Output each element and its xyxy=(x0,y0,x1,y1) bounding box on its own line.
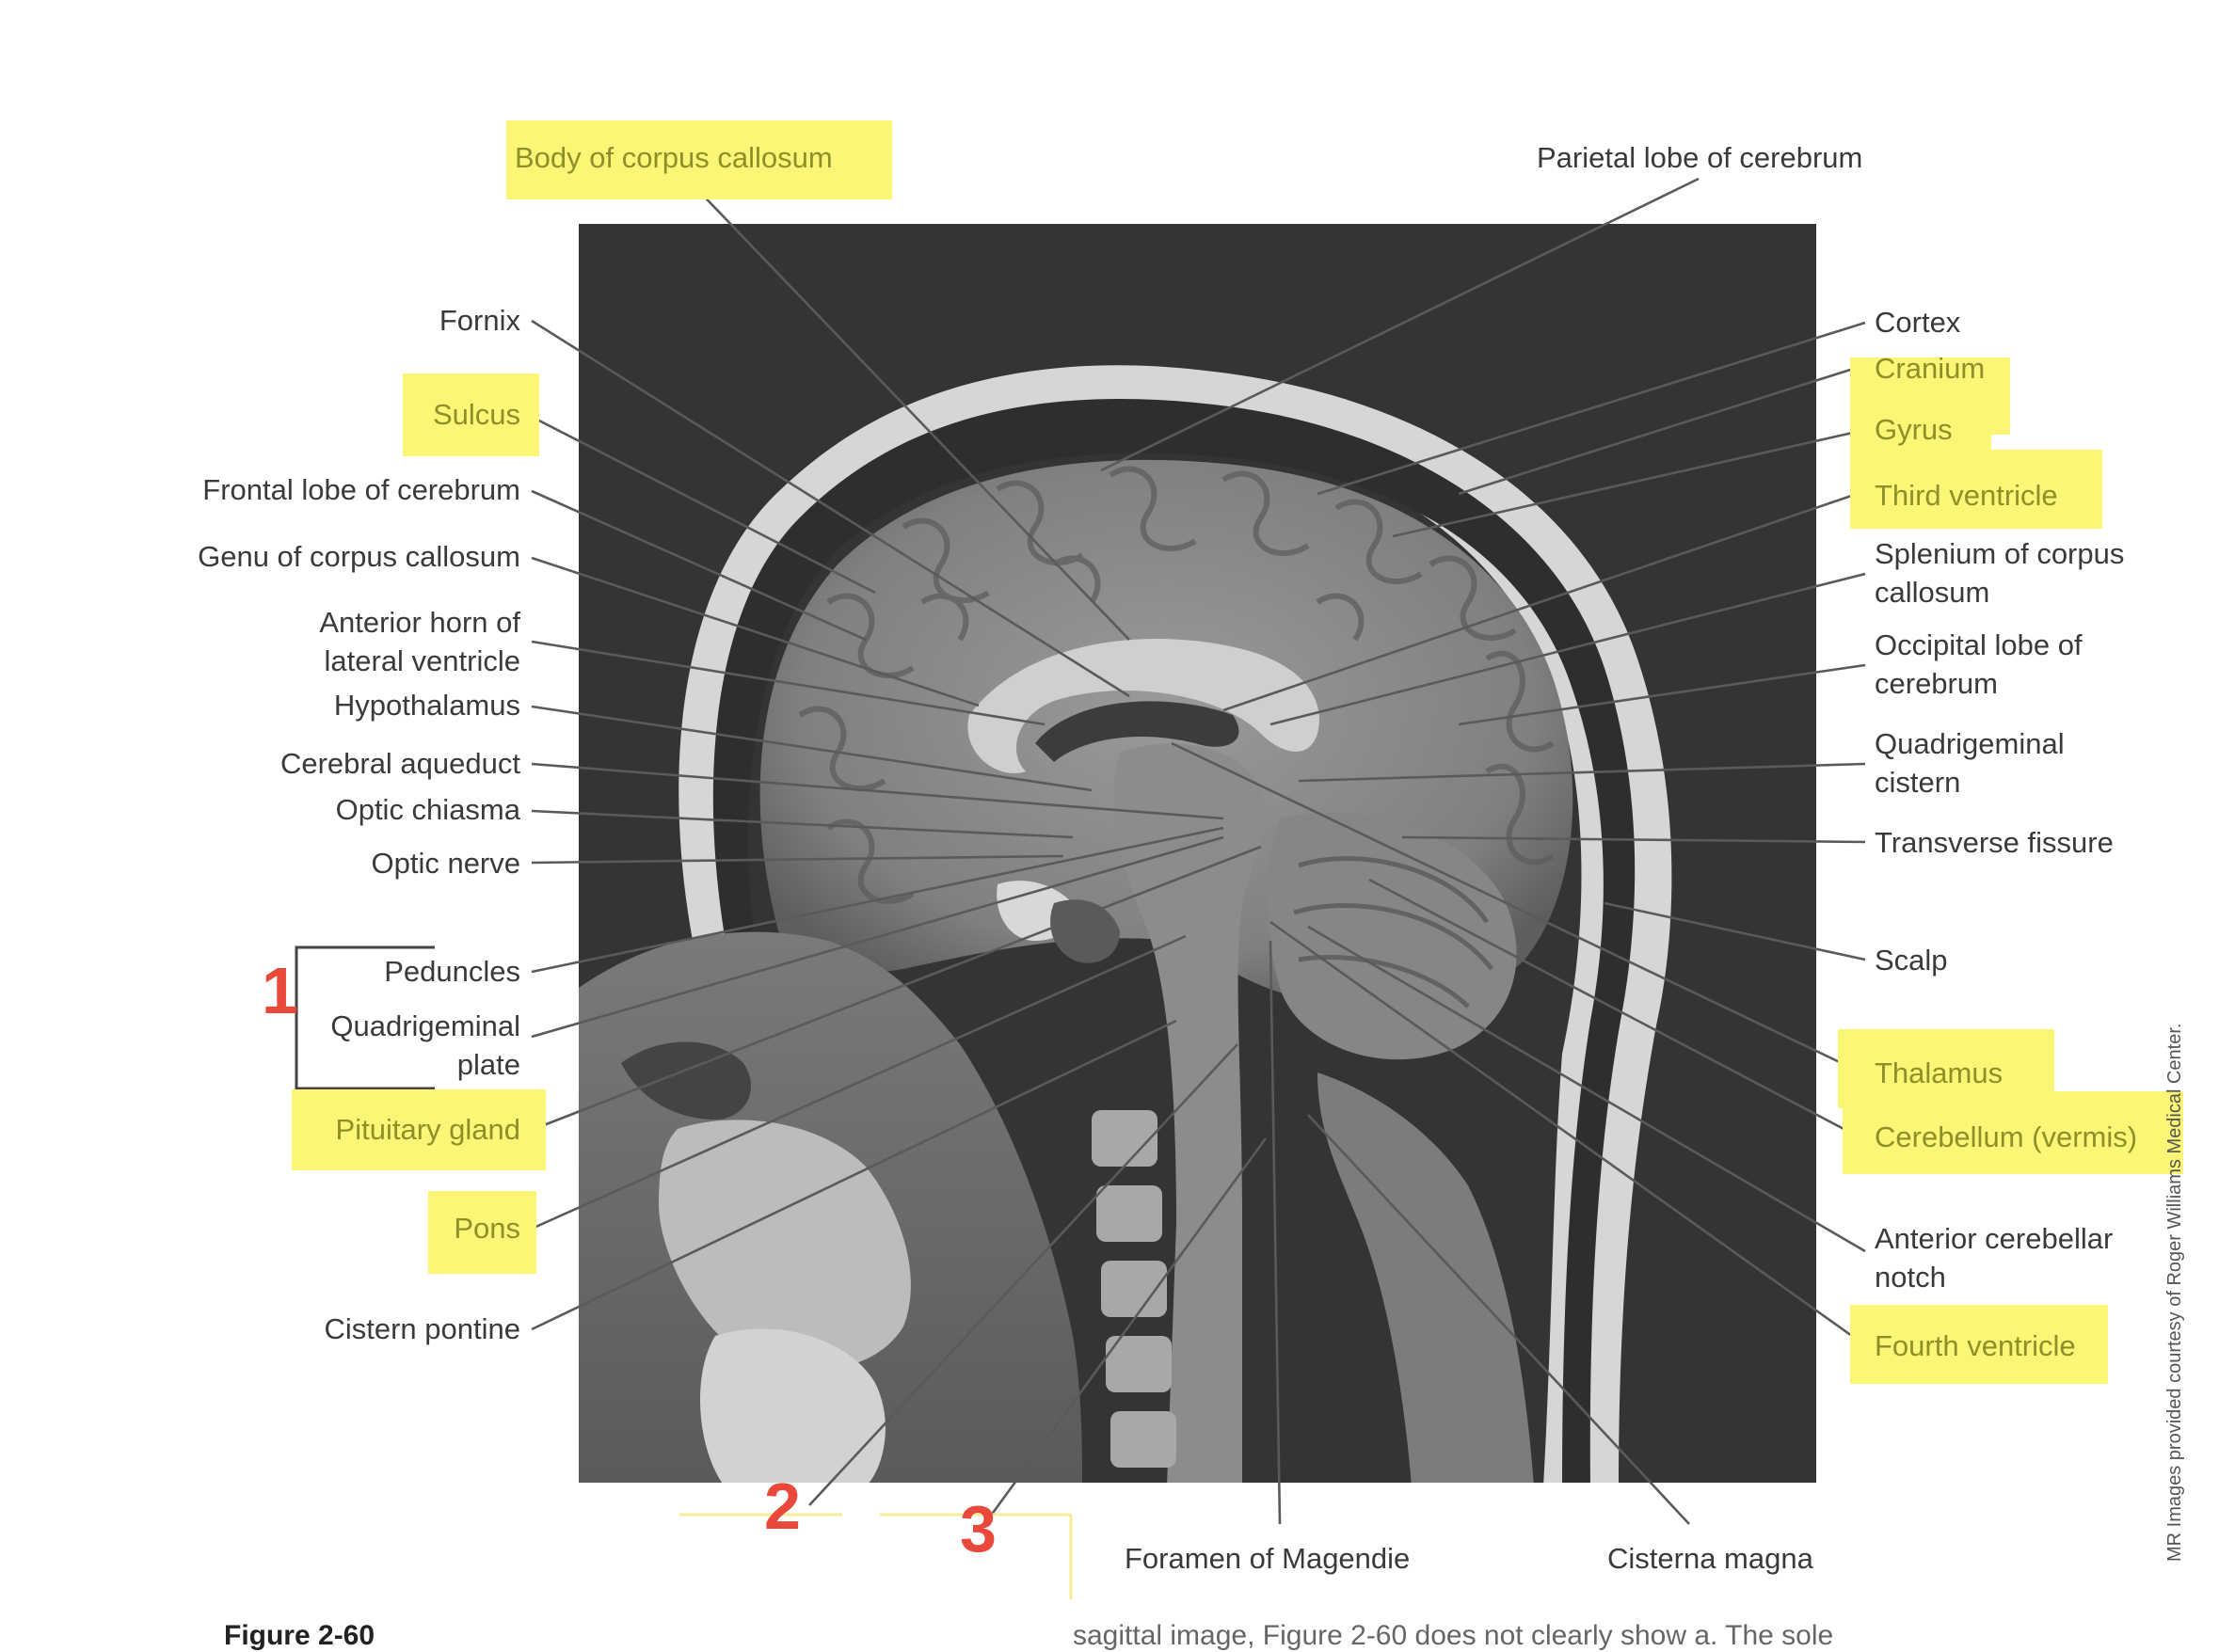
label-line: Cerebellum (vermis) xyxy=(1875,1120,2138,1153)
label-line: Hypothalamus xyxy=(333,689,520,722)
label-line: Quadrigeminal xyxy=(330,1009,520,1042)
annotation-number-3: 3 xyxy=(960,1492,997,1565)
label-sulcus: Sulcus xyxy=(433,395,520,434)
label-third-ventricle: Third ventricle xyxy=(1875,476,2058,515)
label-cistern-pontine: Cistern pontine xyxy=(324,1310,520,1348)
leader-lines xyxy=(295,177,1866,1525)
label-cisterna-magna: Cisterna magna xyxy=(1607,1539,1813,1578)
label-pons: Pons xyxy=(454,1209,520,1247)
highlight-body-of-corpus-callosum xyxy=(506,120,892,199)
label-line: cistern xyxy=(1875,766,1961,799)
highlight-third-ventricle xyxy=(1850,450,2102,529)
label-line: notch xyxy=(1875,1261,1946,1294)
label-cerebral-aqueduct: Cerebral aqueduct xyxy=(280,744,520,783)
label-line: Frontal lobe of cerebrum xyxy=(202,473,520,506)
label-text: Body of corpus callosum xyxy=(515,141,833,174)
label-line: Optic nerve xyxy=(371,847,520,880)
label-text: Parietal lobe of cerebrum xyxy=(1537,141,1863,174)
label-frontal-lobe: Frontal lobe of cerebrum xyxy=(202,470,520,509)
mri-image xyxy=(579,224,1816,1483)
figure-caption-start: Figure 2-60 xyxy=(224,1620,375,1651)
label-line: callosum xyxy=(1875,576,1990,609)
label-line: Thalamus xyxy=(1875,1056,2003,1089)
label-cortex: Cortex xyxy=(1875,303,1960,342)
image-credit: MR Images provided courtesy of Roger Wil… xyxy=(2164,1023,2185,1562)
highlight-fourth-ventricle xyxy=(1850,1305,2108,1384)
label-optic-nerve: Optic nerve xyxy=(371,844,520,882)
label-occipital-lobe: Occipital lobe of cerebrum xyxy=(1875,626,2083,703)
label-line: cerebrum xyxy=(1875,667,1998,700)
label-line: Pituitary gland xyxy=(335,1113,520,1146)
label-line: lateral ventricle xyxy=(324,644,520,677)
label-line: Anterior horn of xyxy=(319,606,520,639)
label-splenium: Splenium of corpus callosum xyxy=(1875,534,2124,612)
label-line: plate xyxy=(456,1048,520,1081)
highlight-pituitary-gland xyxy=(292,1089,546,1170)
label-parietal-lobe: Parietal lobe of cerebrum xyxy=(1537,138,1862,177)
label-line: Gyrus xyxy=(1875,413,1953,446)
label-line: Splenium of corpus xyxy=(1875,537,2125,570)
label-scalp: Scalp xyxy=(1875,941,1948,979)
label-line: Fourth ventricle xyxy=(1875,1329,2076,1362)
annotation-guides xyxy=(679,1513,1073,1599)
label-line: Cistern pontine xyxy=(324,1312,520,1345)
label-cerebellum: Cerebellum (vermis) xyxy=(1875,1118,2137,1156)
label-line: Genu of corpus callosum xyxy=(198,540,520,573)
label-line: Optic chiasma xyxy=(335,793,520,826)
label-text: Cisterna magna xyxy=(1607,1542,1813,1575)
label-line: Fornix xyxy=(439,304,520,337)
label-foramen-of-magendie: Foramen of Magendie xyxy=(1125,1539,1410,1578)
label-anterior-cerebellar-notch: Anterior cerebellar notch xyxy=(1875,1219,2113,1296)
label-optic-chiasma: Optic chiasma xyxy=(336,790,520,829)
label-line: Cerebral aqueduct xyxy=(279,747,520,780)
label-genu: Genu of corpus callosum xyxy=(198,537,520,576)
label-line: Cranium xyxy=(1875,352,1986,385)
label-peduncles: Peduncles xyxy=(384,952,520,991)
label-gyrus: Gyrus xyxy=(1875,410,1953,449)
label-fourth-ventricle: Fourth ventricle xyxy=(1875,1326,2076,1365)
label-line: Peduncles xyxy=(384,955,520,988)
label-line: Cortex xyxy=(1875,306,1961,339)
label-hypothalamus: Hypothalamus xyxy=(334,686,520,724)
label-anterior-horn: Anterior horn of lateral ventricle xyxy=(319,603,520,680)
highlight-pons xyxy=(428,1191,536,1274)
annotation-number-2: 2 xyxy=(764,1469,801,1543)
annotation-number-1: 1 xyxy=(262,954,298,1027)
label-quadrigeminal-cistern: Quadrigeminal cistern xyxy=(1875,724,2065,802)
label-fornix: Fornix xyxy=(439,301,520,340)
label-line: Quadrigeminal xyxy=(1875,727,2065,760)
label-line: Third ventricle xyxy=(1875,479,2058,512)
label-line: Pons xyxy=(454,1212,520,1245)
label-transverse-fissure: Transverse fissure xyxy=(1875,823,2114,862)
label-pituitary-gland: Pituitary gland xyxy=(336,1110,520,1149)
label-body-of-corpus-callosum: Body of corpus callosum xyxy=(515,138,833,177)
figure-caption-tail: sagittal image, Figure 2-60 does not cle… xyxy=(1073,1620,1834,1651)
label-line: Scalp xyxy=(1875,944,1948,977)
label-line: Occipital lobe of xyxy=(1875,628,2083,661)
label-cranium: Cranium xyxy=(1875,349,1985,388)
label-quadrigeminal-plate: Quadrigeminal plate xyxy=(330,1007,520,1084)
highlight-cerebellum xyxy=(1843,1091,2183,1174)
label-line: Sulcus xyxy=(432,398,520,431)
label-line: Transverse fissure xyxy=(1875,826,2114,859)
label-thalamus: Thalamus xyxy=(1875,1054,2003,1092)
label-text: Foramen of Magendie xyxy=(1125,1542,1411,1575)
highlight-sulcus xyxy=(403,373,539,456)
label-line: Anterior cerebellar xyxy=(1875,1222,2114,1255)
